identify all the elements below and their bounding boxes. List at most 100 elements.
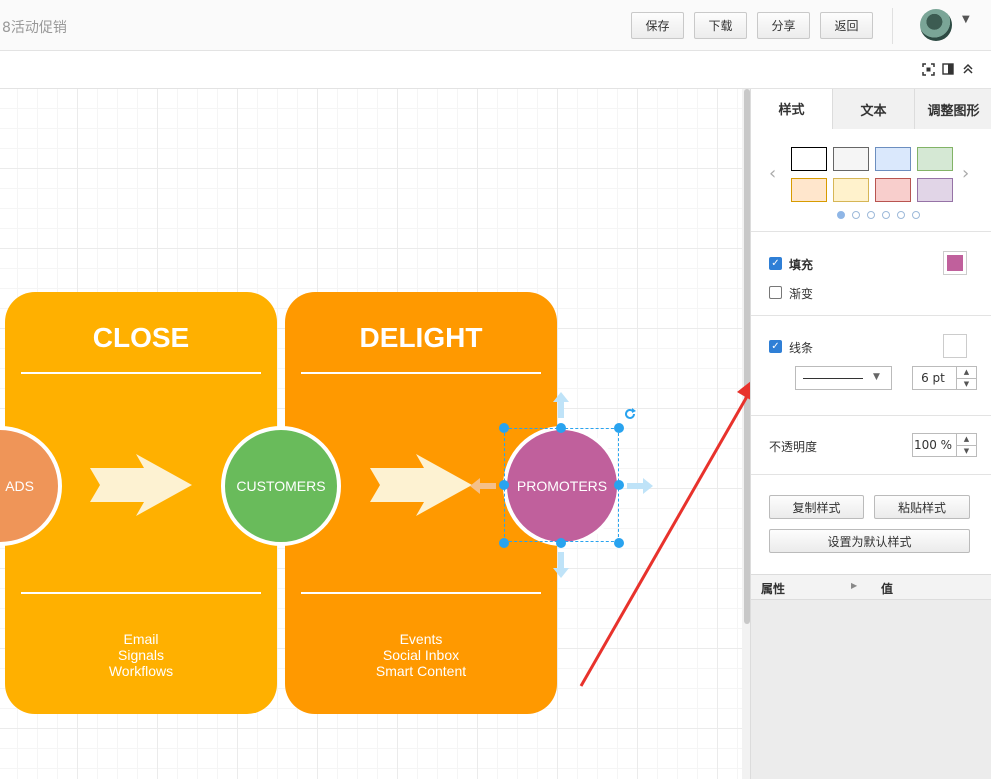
card-title: CLOSE xyxy=(92,322,190,353)
panel-toggle-icon[interactable] xyxy=(941,62,955,76)
resize-handle[interactable] xyxy=(614,423,624,433)
opacity-label: 不透明度 xyxy=(769,440,818,454)
resize-handle[interactable] xyxy=(556,423,566,433)
property-column-header: 属性 xyxy=(761,582,786,596)
fill-color-swatch xyxy=(947,255,963,271)
increment-icon[interactable]: ▲ xyxy=(963,368,970,376)
connect-down-icon[interactable] xyxy=(553,552,569,578)
style-swatch[interactable] xyxy=(791,147,827,171)
line-label: 线条 xyxy=(789,341,814,355)
diagram-canvas[interactable]: CLOSE Email Signals Workflows DELIGHT Ev… xyxy=(0,89,750,779)
connect-right-icon[interactable] xyxy=(627,478,653,494)
increment-icon[interactable]: ▲ xyxy=(963,435,970,443)
pager-dot[interactable] xyxy=(912,211,920,219)
set-default-style-button[interactable]: 设置为默认样式 xyxy=(769,529,970,553)
divider xyxy=(751,415,991,416)
swatch-pager xyxy=(837,211,920,219)
flow-arrow[interactable] xyxy=(370,454,472,516)
paste-style-button[interactable]: 粘贴样式 xyxy=(874,495,970,519)
divider xyxy=(751,474,991,475)
top-bar: 8活动促销 保存 下载 分享 返回 ▼ xyxy=(0,0,991,51)
divider xyxy=(21,592,261,594)
fill-label: 填充 xyxy=(789,258,814,272)
properties-header: 属性 ▶ 值 xyxy=(751,574,991,600)
line-color-picker[interactable] xyxy=(943,334,967,358)
circle-label: CUSTOMERS xyxy=(236,478,326,494)
list-item: Signals xyxy=(118,647,164,663)
line-checkbox[interactable]: ✓ xyxy=(769,340,782,353)
style-swatch[interactable] xyxy=(833,178,869,202)
chevron-down-icon[interactable]: ▼ xyxy=(962,14,970,25)
stepper-buttons: ▲▼ xyxy=(956,434,976,456)
flow-arrow[interactable] xyxy=(90,454,192,516)
card-items: Events Social Inbox Smart Content xyxy=(285,631,557,679)
decrement-icon[interactable]: ▼ xyxy=(957,445,976,456)
pager-dot[interactable] xyxy=(897,211,905,219)
decrement-icon[interactable]: ▼ xyxy=(957,378,976,389)
resize-handle[interactable] xyxy=(499,423,509,433)
line-width-stepper[interactable]: 6 pt ▲▼ xyxy=(912,366,977,390)
collapse-icon[interactable] xyxy=(961,62,975,76)
list-item: Email xyxy=(123,631,159,647)
divider xyxy=(751,315,991,316)
card-items: Email Signals Workflows xyxy=(5,631,277,679)
list-item: Smart Content xyxy=(375,663,467,679)
chevron-left-icon[interactable]: ‹ xyxy=(769,163,777,184)
back-button[interactable]: 返回 xyxy=(820,12,873,39)
share-button[interactable]: 分享 xyxy=(757,12,810,39)
pager-dot[interactable] xyxy=(882,211,890,219)
style-swatch[interactable] xyxy=(917,147,953,171)
resize-handle[interactable] xyxy=(614,538,624,548)
opacity-stepper[interactable]: 100 % ▲▼ xyxy=(912,433,977,457)
format-panel: 样式 文本 调整图形 ‹ › ✓ 填充 渐变 ✓ 线条 ▼ 6 pt ▲▼ xyxy=(750,89,991,779)
resize-handle[interactable] xyxy=(499,538,509,548)
tab-style[interactable]: 样式 xyxy=(751,89,832,129)
copy-style-button[interactable]: 复制样式 xyxy=(769,495,864,519)
rotate-icon[interactable] xyxy=(623,407,637,421)
fill-color-picker[interactable] xyxy=(943,251,967,275)
resize-handle[interactable] xyxy=(614,480,624,490)
annotation-arrow xyxy=(579,370,765,687)
stepper-buttons: ▲▼ xyxy=(956,367,976,389)
tab-arrange[interactable]: 调整图形 xyxy=(914,89,991,129)
resize-handle[interactable] xyxy=(499,480,509,490)
scrollbar[interactable] xyxy=(744,89,750,624)
pager-dot[interactable] xyxy=(852,211,860,219)
style-swatch[interactable] xyxy=(917,178,953,202)
connect-up-icon[interactable] xyxy=(553,392,569,418)
divider xyxy=(301,592,541,594)
circle-label: PROMOTERS xyxy=(516,478,608,494)
line-preview xyxy=(803,378,863,379)
tab-text[interactable]: 文本 xyxy=(832,89,914,129)
value-column-header: 值 xyxy=(881,582,894,596)
line-width-value[interactable]: 6 pt xyxy=(921,371,945,385)
expand-icon[interactable]: ▶ xyxy=(851,581,858,590)
opacity-value[interactable]: 100 % xyxy=(913,438,953,452)
avatar[interactable] xyxy=(920,9,952,41)
properties-body xyxy=(751,600,991,779)
customers-circle[interactable]: CUSTOMERS xyxy=(221,426,341,546)
card-title: DELIGHT xyxy=(359,322,483,353)
list-item: Workflows xyxy=(108,663,174,679)
document-title[interactable]: 8活动促销 xyxy=(2,20,67,36)
save-button[interactable]: 保存 xyxy=(631,12,684,39)
resize-handle[interactable] xyxy=(556,538,566,548)
fullscreen-icon[interactable] xyxy=(921,62,935,76)
style-swatch[interactable] xyxy=(833,147,869,171)
connect-left-icon[interactable] xyxy=(470,478,496,494)
chevron-right-icon[interactable]: › xyxy=(962,163,970,184)
line-style-select[interactable]: ▼ xyxy=(795,366,892,390)
divider xyxy=(892,8,893,44)
style-swatch[interactable] xyxy=(791,178,827,202)
pager-dot[interactable] xyxy=(837,211,845,219)
gradient-label: 渐变 xyxy=(789,287,814,301)
toolbar xyxy=(0,51,991,89)
gradient-checkbox[interactable] xyxy=(769,286,782,299)
line-color-swatch xyxy=(947,338,963,354)
style-swatch[interactable] xyxy=(875,178,911,202)
style-swatch[interactable] xyxy=(875,147,911,171)
download-button[interactable]: 下载 xyxy=(694,12,747,39)
panel-tabs: 样式 文本 调整图形 xyxy=(751,89,991,129)
pager-dot[interactable] xyxy=(867,211,875,219)
fill-checkbox[interactable]: ✓ xyxy=(769,257,782,270)
